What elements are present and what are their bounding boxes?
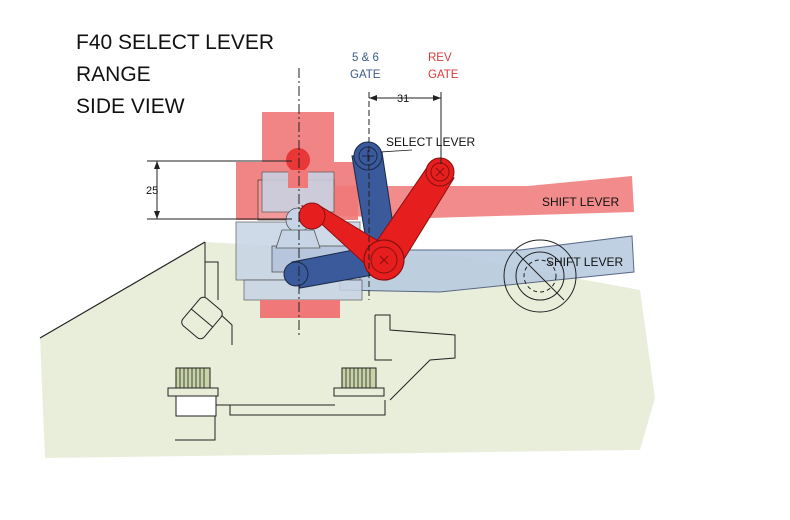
shift-lever-upper-label: SHIFT LEVER xyxy=(542,195,619,209)
gate-56-label-2: GATE xyxy=(350,69,381,81)
select-lever-label: SELECT LEVER xyxy=(386,135,475,149)
selector-base-block xyxy=(260,300,340,318)
shift-lever-lower-label: SHIFT LEVER xyxy=(546,255,623,269)
select-lever-leader xyxy=(379,149,413,153)
crosshair-icon xyxy=(358,146,450,265)
dimension-25-value: 25 xyxy=(146,185,158,197)
title-line-2: RANGE xyxy=(76,63,151,86)
gate-rev-label-1: REV xyxy=(428,52,452,64)
dimension-25 xyxy=(147,160,292,220)
title-line-3: SIDE VIEW xyxy=(76,95,185,118)
mounting-bolt-left xyxy=(167,367,219,417)
detent-ball-upper xyxy=(286,148,310,188)
title-line-1: F40 SELECT LEVER xyxy=(76,31,274,54)
shift-lever-bearing xyxy=(503,239,577,313)
dimension-31 xyxy=(369,95,441,101)
dimension-31-value: 31 xyxy=(397,93,409,105)
gate-56-label-1: 5 & 6 xyxy=(352,52,379,64)
mounting-bolt-right xyxy=(333,367,385,397)
select-lever-rev-position xyxy=(298,157,455,281)
gate-rev-label-2: GATE xyxy=(428,69,459,81)
detent-plunger xyxy=(181,296,223,340)
